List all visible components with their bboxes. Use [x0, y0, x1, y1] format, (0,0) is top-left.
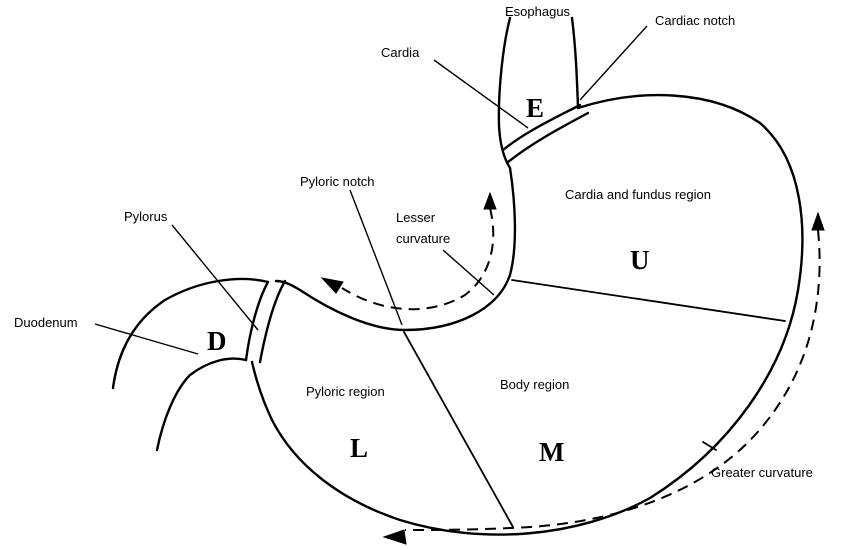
divider-lower-middle [403, 331, 514, 528]
leader-duodenum [94, 323, 199, 355]
duodenum-lower-wall [155, 357, 248, 452]
lesser-curvature-outline [274, 166, 517, 332]
region-letter-d: D [207, 326, 227, 356]
label-lesser-curvature-1: Lesser [396, 210, 436, 225]
cardia-band-lower [506, 111, 590, 164]
label-body-region: Body region [500, 377, 569, 392]
lesser-curvature-arrowhead-up [483, 191, 497, 210]
region-letter-l: L [350, 433, 368, 463]
greater-curvature-arrow-path [404, 229, 821, 531]
esophagus-right-wall [570, 16, 580, 110]
region-letter-m: M [539, 437, 564, 467]
leader-lesser-curvature [442, 249, 495, 296]
cardia-band-upper [501, 103, 582, 152]
leader-pylorus [171, 224, 259, 331]
label-cardia-fundus-region: Cardia and fundus region [565, 187, 711, 202]
greater-curvature-outline [250, 93, 804, 536]
esophagus-left-wall [497, 16, 512, 170]
leader-pyloric-notch [349, 189, 403, 326]
label-pyloric-region: Pyloric region [306, 384, 385, 399]
region-letter-u: U [630, 245, 650, 275]
greater-curvature-tick [702, 441, 717, 451]
divider-upper-middle [511, 279, 786, 322]
lesser-curvature-arrowhead-left [320, 277, 344, 294]
label-lesser-curvature-2: curvature [396, 231, 450, 246]
greater-curvature-arrowhead-up [811, 211, 825, 231]
duodenum-upper-wall [111, 277, 270, 390]
greater-curvature-arrowhead-left [382, 529, 407, 545]
label-pylorus: Pylorus [124, 209, 168, 224]
label-pyloric-notch: Pyloric notch [300, 174, 374, 189]
label-greater-curvature: Greater curvature [711, 465, 813, 480]
leader-cardiac-notch [579, 25, 648, 101]
label-duodenum: Duodenum [14, 315, 78, 330]
pylorus-ring-right [258, 279, 287, 364]
label-esophagus: Esophagus [505, 4, 571, 19]
leader-cardia [433, 59, 529, 129]
region-letter-e: E [526, 93, 544, 123]
lesser-curvature-arrow-path [341, 207, 495, 311]
label-cardiac-notch: Cardiac notch [655, 13, 735, 28]
label-cardia: Cardia [381, 45, 420, 60]
pylorus-ring-left [244, 280, 270, 362]
